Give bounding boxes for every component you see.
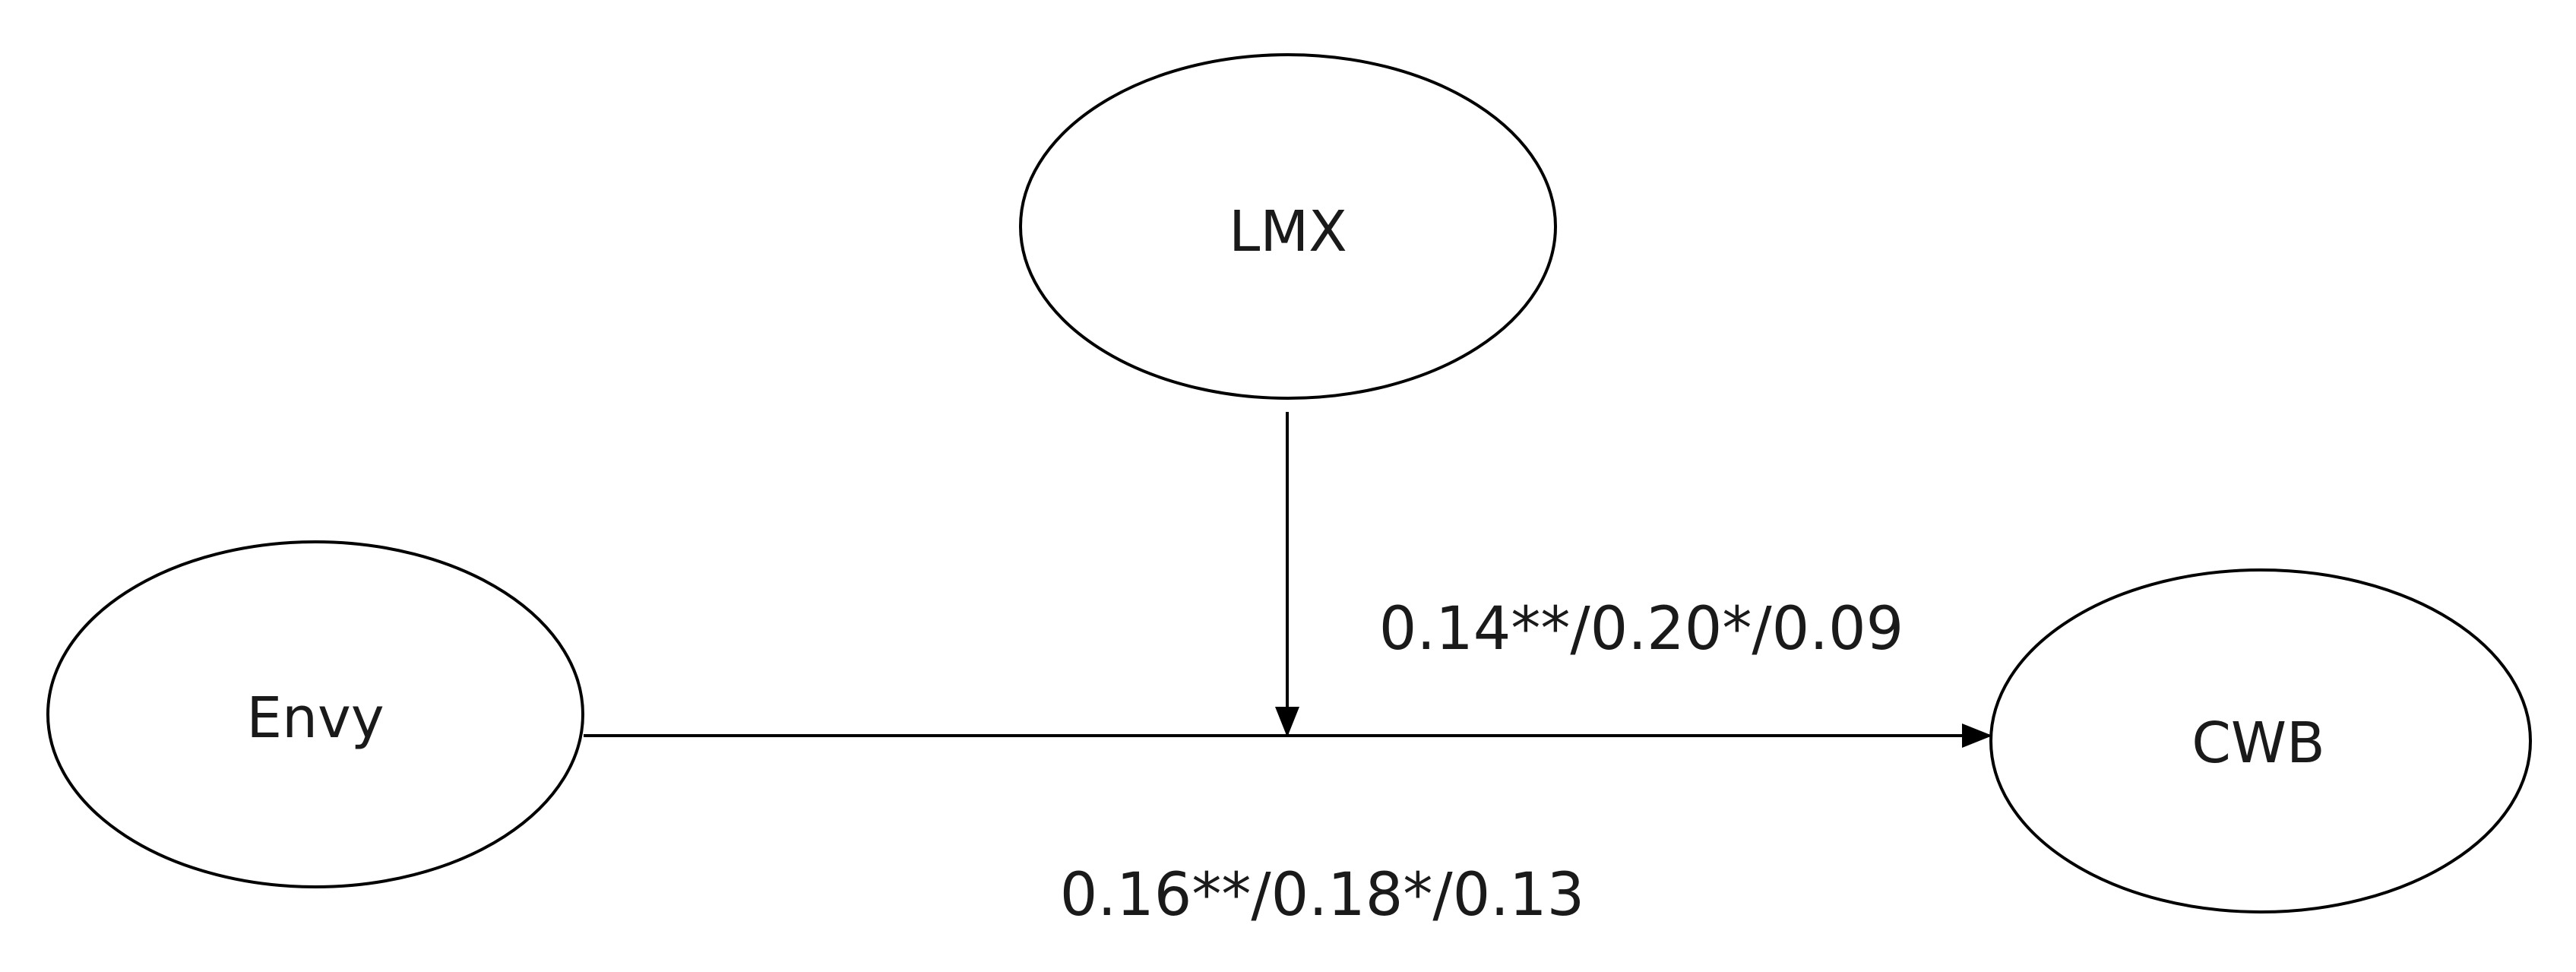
moderation-coefficient-label: 0.14**/0.20*/0.09 (1379, 595, 1904, 663)
node-envy: Envy (46, 540, 584, 888)
node-lmx-ellipse (1019, 53, 1557, 400)
node-envy-ellipse (46, 540, 584, 888)
node-cwb-label: CWB (2191, 711, 2325, 776)
node-lmx-label: LMX (1229, 199, 1347, 264)
node-cwb: CWB (1989, 568, 2532, 913)
node-lmx: LMX (1019, 53, 1557, 400)
node-envy-label: Envy (246, 685, 384, 751)
main-effect-coefficient-label: 0.16**/0.18*/0.13 (1060, 861, 1585, 929)
